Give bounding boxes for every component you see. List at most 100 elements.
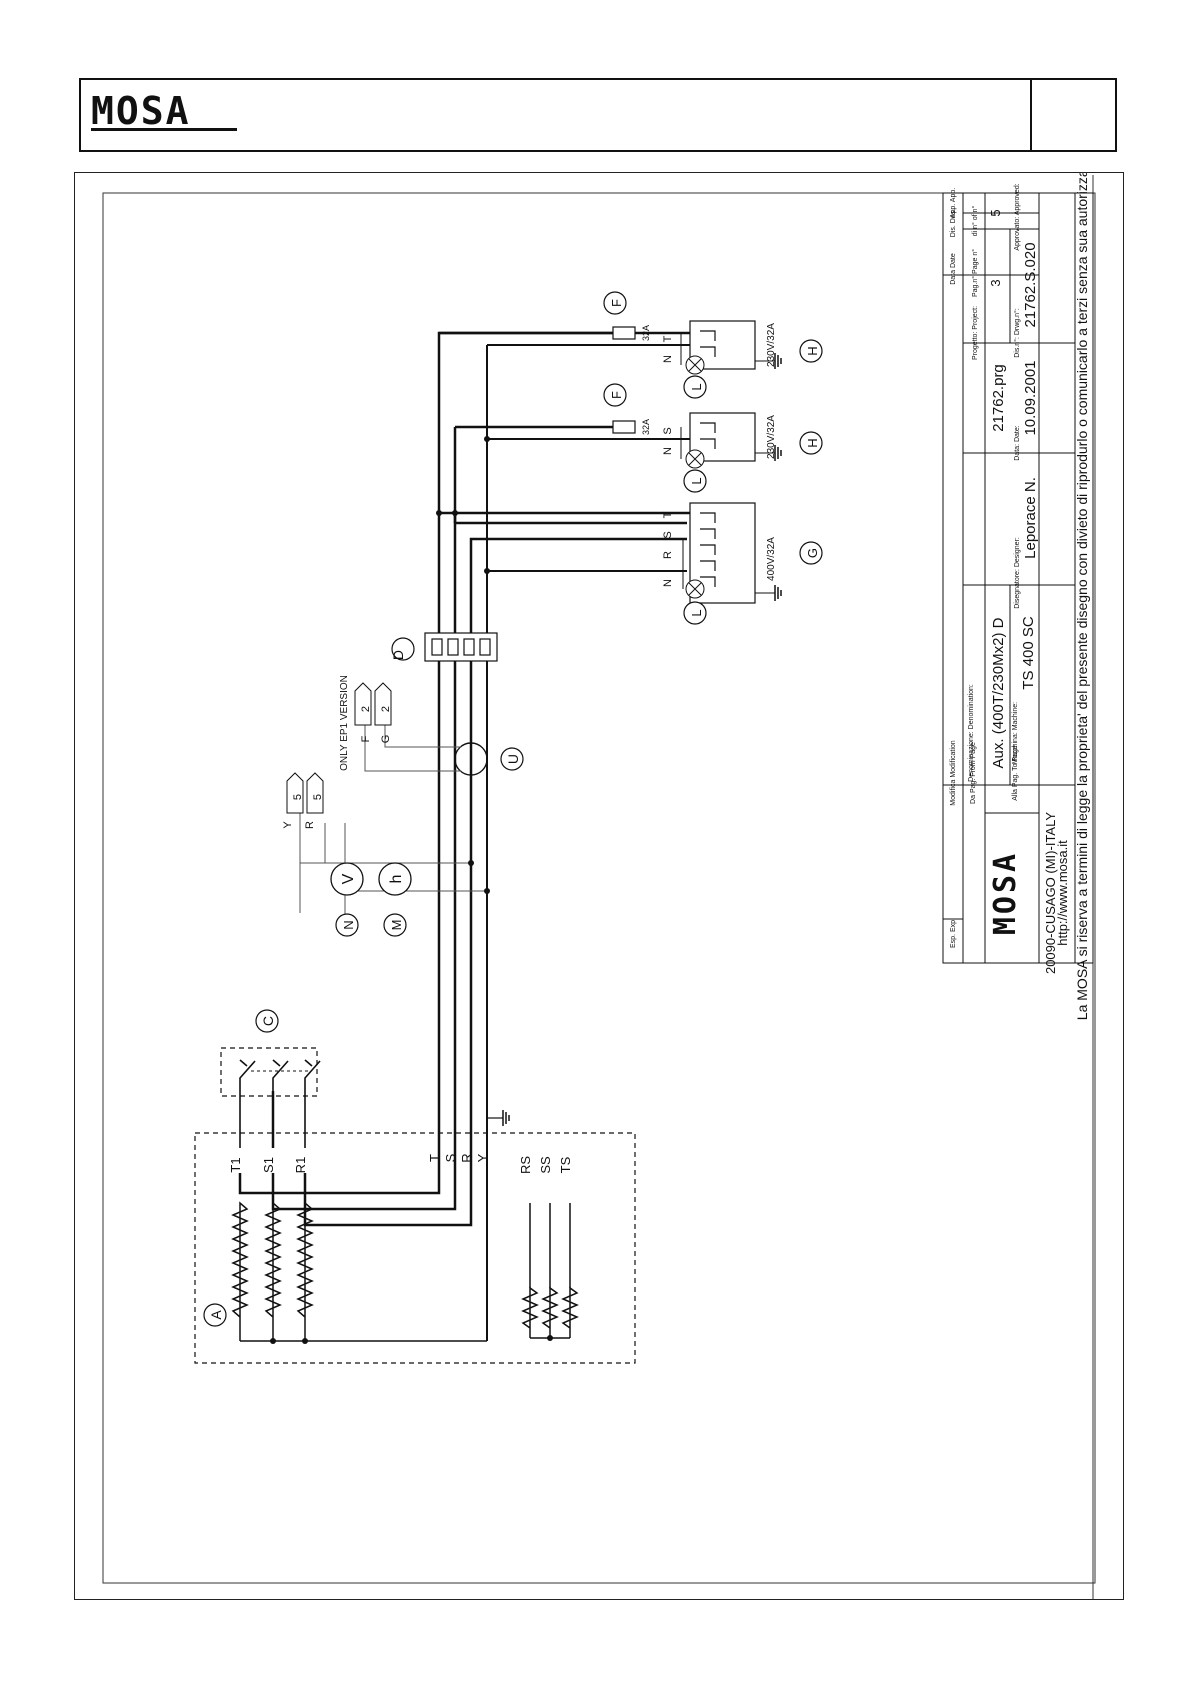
svg-text:T: T: [427, 1154, 442, 1162]
svg-text:Pag.n° Page n°: Pag.n° Page n°: [971, 249, 979, 297]
svg-text:R: R: [459, 1153, 474, 1162]
title-block: [942, 192, 1094, 964]
svg-text:400V/32A: 400V/32A: [766, 537, 777, 581]
fuse-b: 32A F: [603, 291, 651, 341]
svg-text:SS: SS: [538, 1156, 553, 1174]
svg-text:MOSA: MOSA: [988, 851, 1023, 935]
yr-connectors: 5 5 Y R: [282, 772, 324, 829]
svg-text:Y: Y: [475, 1153, 490, 1162]
svg-text:2: 2: [380, 706, 392, 712]
svg-text:Da Pag. From Page: Da Pag. From Page: [970, 742, 977, 804]
socket-400v: N R S T 400V/32A: [662, 502, 782, 604]
svg-text:10.09.2001: 10.09.2001: [1022, 360, 1039, 435]
socket-230v-b: N T 230V/32A: [662, 320, 782, 370]
svg-text:20090-CUSAGO (MI)-ITALY: 20090-CUSAGO (MI)-ITALY: [1043, 812, 1058, 974]
svg-text:Progetto: Project:: Progetto: Project:: [972, 306, 979, 360]
svg-text:Disegnatore: Designer:: Disegnatore: Designer:: [1014, 537, 1021, 609]
breaker-c: [220, 1047, 318, 1097]
svg-text:T: T: [662, 335, 674, 342]
svg-text:S: S: [662, 531, 674, 538]
svg-text:Y: Y: [282, 821, 294, 829]
svg-text:TS: TS: [558, 1156, 573, 1173]
inner-frame: [102, 192, 1096, 1584]
svg-text:H: H: [805, 438, 820, 447]
label-g: G: [799, 541, 823, 565]
svg-text:21762.prg: 21762.prg: [990, 364, 1007, 432]
generator-terminals: T1 S1 R1 T S R Y RS SS TS: [228, 1153, 573, 1174]
svg-text:N: N: [662, 579, 674, 587]
svg-text:V: V: [340, 873, 357, 884]
svg-text:S: S: [443, 1153, 458, 1162]
svg-text:5: 5: [988, 209, 1003, 216]
svg-text:Dis.n°: Drwg.n°:: Dis.n°: Drwg.n°:: [1013, 308, 1021, 358]
svg-text:C: C: [260, 1016, 276, 1026]
svg-text:ONLY EP1 VERSION: ONLY EP1 VERSION: [339, 675, 350, 771]
svg-text:Dis. Des.: Dis. Des.: [950, 209, 957, 237]
label-c: C: [255, 1009, 279, 1033]
svg-text:Esp. Exp.: Esp. Exp.: [950, 918, 957, 948]
ep1-connectors: 2 2 F G ONLY EP1 VERSION: [339, 675, 392, 771]
voltmeter: V: [330, 862, 364, 896]
svg-text:N: N: [341, 920, 356, 929]
svg-text:Alla Pag. To Page: Alla Pag. To Page: [1012, 745, 1019, 801]
svg-text:3: 3: [988, 279, 1003, 286]
svg-text:L: L: [689, 477, 704, 484]
svg-text:5: 5: [292, 794, 304, 800]
svg-text:U: U: [505, 754, 521, 764]
svg-text:F: F: [609, 391, 624, 399]
svg-text:N: N: [662, 447, 674, 455]
switch-d: [424, 632, 498, 662]
svg-text:TS 400 SC: TS 400 SC: [1020, 616, 1037, 690]
svg-text:N: N: [662, 355, 674, 363]
svg-text:H: H: [805, 346, 820, 355]
svg-text:L: L: [689, 609, 704, 616]
svg-text:Data: Date:: Data: Date:: [1014, 425, 1021, 460]
label-h-b: H: [799, 339, 823, 363]
lamp-230v-a: L: [680, 427, 707, 493]
svg-text:21762.S.020: 21762.S.020: [1022, 242, 1039, 327]
svg-text:F: F: [609, 299, 624, 307]
svg-text:A: A: [208, 1310, 224, 1320]
svg-text:R: R: [304, 821, 316, 829]
mosa-logo: MOSA: [91, 89, 237, 133]
label-d: D: [390, 637, 415, 661]
svg-text:M: M: [389, 920, 404, 931]
svg-text:R1: R1: [293, 1157, 308, 1174]
main-windings: [231, 1201, 487, 1342]
svg-text:Modifica Modification: Modifica Modification: [950, 740, 957, 805]
aux-windings: [521, 1203, 579, 1339]
current-transformer: [454, 742, 488, 776]
svg-text:RS: RS: [518, 1156, 533, 1174]
main-bus: [238, 331, 690, 1341]
svg-text:di n° of n°: di n° of n°: [971, 206, 979, 237]
label-m: M: [383, 913, 407, 937]
svg-text:2: 2: [360, 706, 372, 712]
label-n: N: [335, 913, 359, 937]
schematic: A T1 S1 R1 T S R Y RS SS TS: [102, 173, 1096, 1599]
drawing-sheet: A T1 S1 R1 T S R Y RS SS TS: [74, 172, 1124, 1600]
svg-text:La MOSA si riserva a termini d: La MOSA si riserva a termini di legge la…: [1074, 173, 1090, 1020]
svg-text:G: G: [380, 735, 392, 744]
svg-text:S: S: [662, 427, 674, 434]
svg-text:F: F: [360, 735, 372, 742]
label-h-a: H: [799, 431, 823, 455]
svg-text:S1: S1: [261, 1157, 276, 1173]
page-header: MOSA: [79, 78, 1117, 152]
svg-text:32A: 32A: [641, 419, 651, 435]
svg-text:App. App.: App. App.: [950, 188, 957, 218]
svg-text:5: 5: [312, 794, 324, 800]
header-divider: [1030, 78, 1032, 152]
title-block-text: Esp. Exp. Modifica Modification Data Dat…: [950, 173, 1090, 1020]
mosa-logo-text: MOSA: [91, 89, 191, 133]
generator-box: [194, 1132, 636, 1364]
label-a: A: [203, 1303, 227, 1327]
fuse-a: 32A F: [603, 383, 651, 435]
svg-text:L: L: [689, 383, 704, 390]
svg-text:Data Date: Data Date: [950, 253, 957, 285]
svg-text:h: h: [388, 875, 405, 884]
svg-text:Aux. (400T/230Mx2) D: Aux. (400T/230Mx2) D: [990, 617, 1007, 768]
svg-text:http://www.mosa.it: http://www.mosa.it: [1055, 840, 1070, 946]
svg-text:Macchina: Machine:: Macchina: Machine:: [1012, 702, 1019, 764]
svg-text:32A: 32A: [641, 325, 651, 341]
lamp-230v-b: L: [680, 333, 707, 399]
